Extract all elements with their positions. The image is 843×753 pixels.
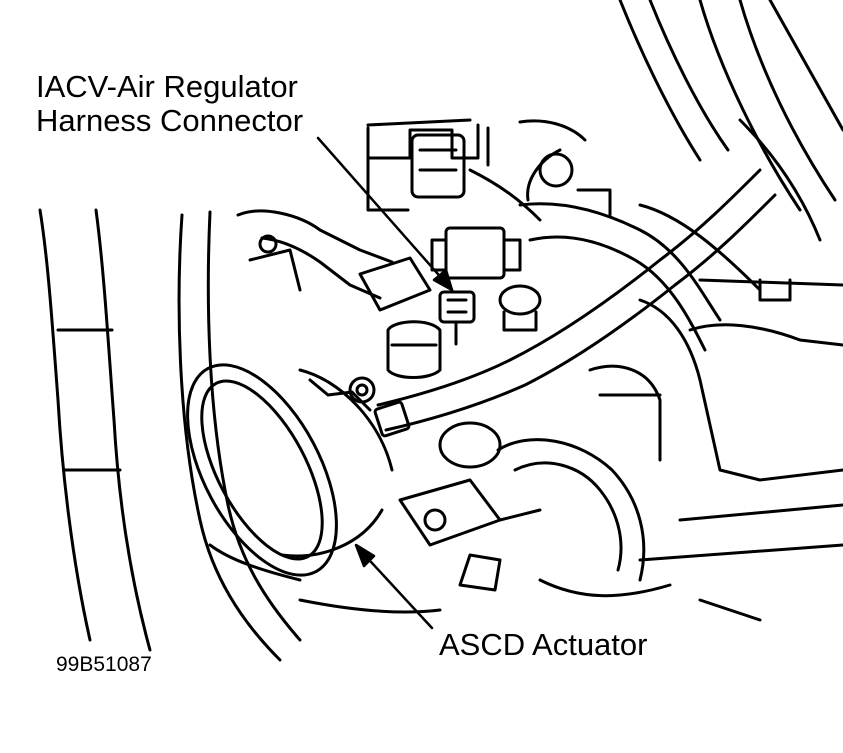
upper-right-hoses [526,0,843,242]
actuator-cable [373,168,777,469]
engine-block [366,118,612,217]
lower-components [208,503,843,622]
iacv-air-regulator [430,226,542,346]
left-frame-member [38,208,152,652]
iacv-label-line-1: IACV-Air Regulator [36,69,298,104]
throttle-assembly [398,278,843,598]
iacv-leader-line [316,136,454,292]
iacv-arrowhead [432,268,454,292]
left-hose [177,210,302,662]
bracket-assembly [236,209,442,379]
ascd-actuator-label: ASCD Actuator [439,627,648,662]
ascd-actuator [186,363,394,577]
figure-id-label: 99B51087 [56,653,152,676]
iacv-label-line-2: Harness Connector [36,103,304,138]
ascd-leader-line [358,548,434,630]
leader-lines [316,136,454,630]
ascd-arrowhead [354,543,376,568]
curved-hose [468,168,762,352]
iacv-harness-connector-label: IACV-Air Regulator Harness Connector [36,70,303,138]
